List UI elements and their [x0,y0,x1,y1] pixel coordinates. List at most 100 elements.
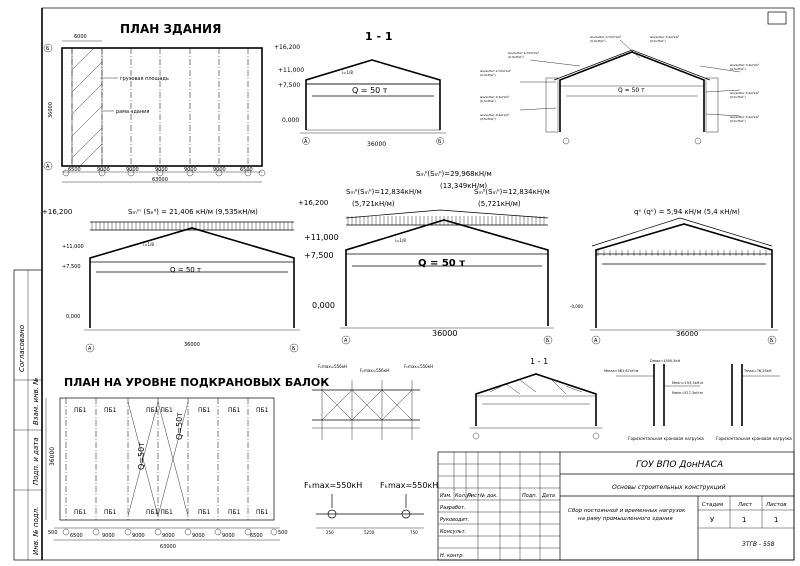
svg-text:мм/ж/бет-1/37кН/м²: мм/ж/бет-1/37кН/м² [590,35,622,39]
plan-label-frame: рама здания [116,109,149,115]
svg-text:(0,5кН/м²): (0,5кН/м²) [480,99,496,103]
svg-text:+7,500: +7,500 [304,251,334,260]
svg-text:№ док.: № док. [479,493,498,499]
building-plan: ПЛАН ЗДАНИЯ 6000 36000 грузовая площадь … [43,22,266,183]
svg-text:qᵉ (qᵉ) = 5,94 кН/м (5,4 кН/м): qᵉ (qᵉ) = 5,94 кН/м (5,4 кН/м) [634,208,740,216]
svg-text:(5,721кН/м): (5,721кН/м) [352,200,395,208]
svg-text:i=1/8: i=1/8 [143,242,154,247]
svg-text:мм/ж/бет-0,4кН/м²: мм/ж/бет-0,4кН/м² [650,35,680,39]
svg-text:(0,5кН/м²): (0,5кН/м²) [480,117,496,121]
tb-code: ЗТГВ - 558 [742,541,775,548]
svg-text:+16,200: +16,200 [298,199,328,207]
stamp-agreed: Согласовано [18,325,26,372]
svg-text:Кол.уч: Кол.уч [455,493,472,499]
svg-text:А: А [344,338,348,344]
plan-outline [61,47,263,167]
snow-bag-frame: Sₘᴵᴵ(Sₘᴵᴵ)=29,968кН/м (13,349кН/м) Sₘᴵᴵ(… [298,170,554,345]
svg-text:Листов: Листов [765,502,787,508]
svg-text:36000: 36000 [367,141,386,148]
svg-text:мм/ж/бет-1/37кН/м²: мм/ж/бет-1/37кН/м² [480,69,512,73]
svg-text:Mmax=561,67кН·м: Mmax=561,67кН·м [604,369,639,373]
svg-text:ПБ1 ПБ1: ПБ1 ПБ1 [146,509,173,516]
svg-text:(0,9кН/м²): (0,9кН/м²) [480,73,496,77]
svg-text:(0,5кН/м²): (0,5кН/м²) [650,39,666,43]
svg-text:ПБ1: ПБ1 [198,407,211,414]
svg-text:Руководит.: Руководит. [440,517,469,523]
tb-desc-2: на раму промышленного здания [578,516,673,522]
svg-text:(0,5кН/м²): (0,5кН/м²) [730,67,746,71]
svg-text:Лист: Лист [737,502,753,508]
svg-text:Дата: Дата [541,493,555,499]
svg-text:Fₖmax=550кН: Fₖmax=550кН [380,481,438,490]
plan-top-dim: 6000 [74,34,87,40]
svg-text:9000: 9000 [222,533,235,539]
svg-text:(0,5кН/м²): (0,5кН/м²) [730,95,746,99]
section-1-1-top: 1 - 1 Q = 50 т i=1/8 +16,200 +11,000 +7,… [274,30,446,148]
svg-text:Б: Б [46,46,50,52]
svg-text:+7,500: +7,500 [62,264,81,270]
svg-text:Fₖmax=556кН: Fₖmax=556кН [360,368,389,373]
svg-text:250: 250 [326,530,334,535]
svg-text:(0,9кН/м²): (0,9кН/м²) [508,55,524,59]
stamp-inv: Взам. инв. № [32,377,40,425]
svg-text:У: У [710,516,715,524]
crane-wheel-loads: Fₖmax=550кН Fₖmax=550кН 250 5250 750 [304,481,438,535]
svg-text:9000: 9000 [126,167,139,173]
crane-load-schematic: Fₖmax=556кН Fₖmax=556кН Fₖmax=550кН [312,364,433,440]
plan-total: 63000 [152,177,168,183]
svg-text:Б: Б [438,139,442,145]
svg-text:Fₖmax=550кН: Fₖmax=550кН [304,481,362,490]
svg-text:ПБ1: ПБ1 [104,509,117,516]
svg-text:ПБ1: ПБ1 [104,407,117,414]
svg-text:Sₘᴵᴵ(Sₘᴵᴵ)=12,834кН/м: Sₘᴵᴵ(Sₘᴵᴵ)=12,834кН/м [346,188,422,196]
svg-text:Dmax=1500,5кН: Dmax=1500,5кН [650,359,681,363]
svg-text:А: А [88,346,92,352]
svg-text:-0,000: -0,000 [570,304,583,309]
svg-text:Q=50т: Q=50т [137,442,146,470]
svg-text:Подп.: Подп. [522,493,537,499]
svg-text:+16,200: +16,200 [274,44,300,51]
svg-text:500: 500 [278,530,288,536]
svg-text:5250: 5250 [364,530,375,535]
crane-plan-title: ПЛАН НА УРОВНЕ ПОДКРАНОВЫХ БАЛОК [64,376,329,389]
svg-text:+11,000: +11,000 [304,233,339,242]
svg-text:500: 500 [48,530,58,536]
svg-text:мм/ж/бет-0,4кН/м²: мм/ж/бет-0,4кН/м² [730,115,760,119]
svg-text:(0,5кН/м²): (0,5кН/м²) [730,119,746,123]
tb-subject: Основы строительных конструкций [612,484,726,491]
svg-text:0,000: 0,000 [66,314,80,320]
plan-side-dim: 36000 [48,102,54,118]
svg-text:1: 1 [742,516,746,524]
svg-text:ПБ1: ПБ1 [74,509,87,516]
svg-text:36000: 36000 [184,342,200,348]
svg-text:+16,200: +16,200 [42,208,72,216]
svg-text:Fₖmax=556кН: Fₖmax=556кН [318,364,347,369]
svg-text:Q = 50 т: Q = 50 т [170,266,201,274]
svg-text:Tmax=76,25кН: Tmax=76,25кН [743,369,772,373]
svg-text:9000: 9000 [102,533,115,539]
svg-text:9000: 9000 [162,533,175,539]
svg-text:Б: Б [546,338,550,344]
svg-text:63000: 63000 [160,544,176,550]
wind-load-frame: qᵉ (qᵉ) = 5,94 кН/м (5,4 кН/м) -0,000 А … [570,208,778,345]
section-title: 1 - 1 [365,30,393,43]
stamp-inv-sub: Инв. № подл. [32,507,40,555]
svg-text:(0,9кН/м²): (0,9кН/м²) [590,39,606,43]
svg-text:мм/ж/бет-0,4кН/м²: мм/ж/бет-0,4кН/м² [480,113,510,117]
svg-text:мм/ж/бет-0,4кН/м²: мм/ж/бет-0,4кН/м² [730,91,760,95]
svg-text:i=1/8: i=1/8 [342,70,353,75]
svg-text:А: А [46,164,50,170]
svg-text:+11,000: +11,000 [278,67,304,74]
corner-box [767,11,787,25]
svg-text:мм/ж/бет-0,4кН/м²: мм/ж/бет-0,4кН/м² [480,95,510,99]
svg-text:ПБ1: ПБ1 [256,407,269,414]
svg-text:ПБ1: ПБ1 [228,509,241,516]
svg-text:Fₖmax=550кН: Fₖmax=550кН [404,364,433,369]
svg-text:i=1/8: i=1/8 [395,238,406,243]
svg-text:Стадия: Стадия [702,502,724,508]
svg-text:Консульт.: Консульт. [440,529,466,535]
svg-text:ПБ1 ПБ1: ПБ1 ПБ1 [146,407,173,414]
svg-text:(13,349кН/м): (13,349кН/м) [440,182,487,190]
